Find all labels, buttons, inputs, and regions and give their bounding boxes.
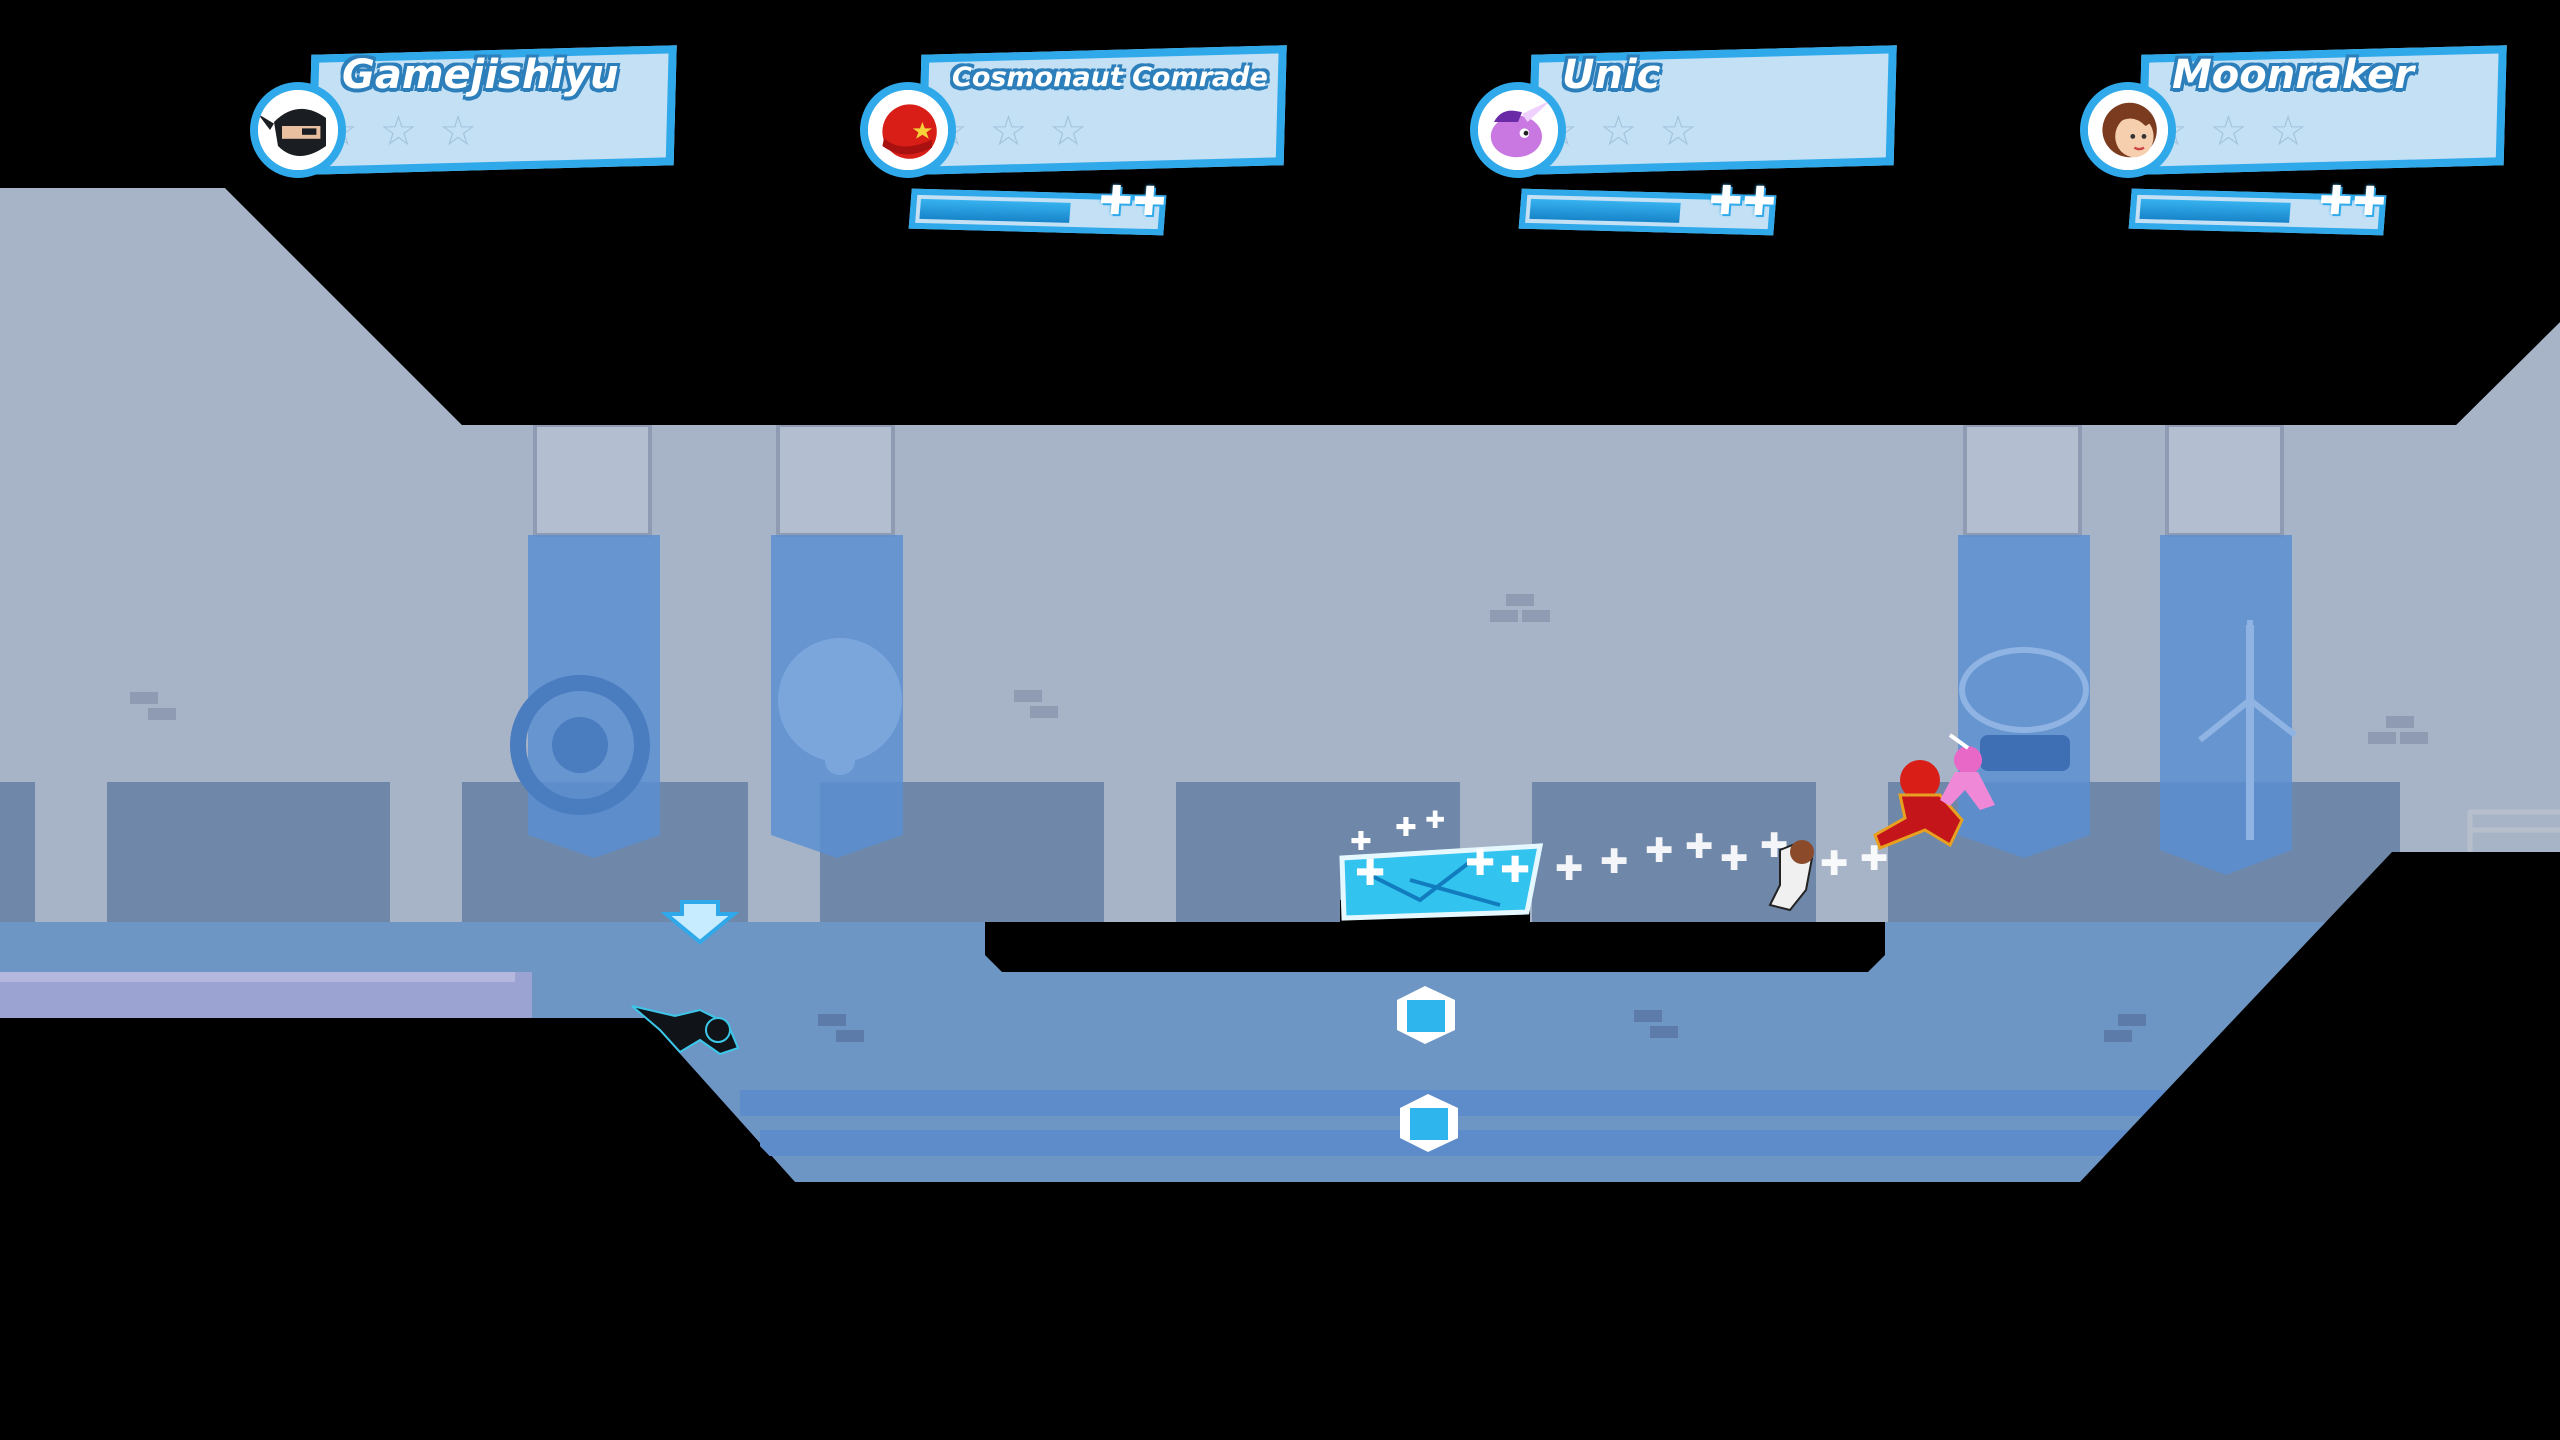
svg-text:✚: ✚ (1555, 849, 1584, 889)
boost-plus-icon: ✚✚ (2317, 177, 2388, 226)
character-cosmonaut (1873, 760, 1964, 850)
svg-text:✚: ✚ (1645, 831, 1674, 871)
banner-cog (510, 535, 660, 858)
boost-meter-fill (2139, 198, 2291, 223)
banner-wind-turbine (2160, 535, 2297, 875)
player-name: Moonraker (2172, 52, 2414, 98)
rank-stars-decoration: ☆☆☆ (2150, 106, 2329, 155)
svg-text:✚: ✚ (1395, 813, 1417, 843)
svg-text:✚: ✚ (1820, 844, 1849, 884)
railing (2467, 809, 2560, 852)
character-ninja (631, 1005, 740, 1056)
player-card-2: ☆☆☆ Cosmonaut Comrade ✚✚ (860, 42, 1500, 252)
player-name: Cosmonaut Comrade (952, 62, 1268, 93)
banner-elephant (771, 535, 903, 858)
rank-stars-decoration: ☆☆☆ (930, 106, 1109, 155)
boost-meter-fill (1529, 198, 1681, 223)
character-unic (1940, 733, 1995, 810)
drop-arrow-icon (660, 900, 740, 945)
svg-text:✚: ✚ (1500, 850, 1530, 891)
ninja-mask-icon (250, 82, 346, 178)
banner-robot-face (1958, 535, 2090, 858)
boost-meter: ✚✚ (1518, 178, 1778, 236)
woman-portrait-icon (2080, 82, 2176, 178)
svg-text:✚: ✚ (1685, 827, 1714, 867)
svg-text:✚: ✚ (1350, 827, 1372, 857)
svg-text:✚: ✚ (1600, 842, 1629, 882)
player-card-4: ☆☆☆ Moonraker ✚✚ (2080, 42, 2560, 252)
boost-plus-icon: ✚✚ (1097, 177, 1168, 226)
player-card-1: ☆☆☆ Gamejishiyu (250, 42, 890, 252)
player-name: Unic (1562, 52, 1661, 98)
boost-meter: ✚✚ (908, 178, 1168, 236)
item-box-icon (1397, 986, 1455, 1044)
boost-crate-icon: ✚✚✚ ✚✚✚ (1339, 806, 1544, 921)
rank-stars-decoration: ☆☆☆ (1540, 106, 1719, 155)
center-platform (985, 922, 1885, 972)
svg-text:✚: ✚ (1720, 839, 1749, 879)
boost-plus-icon: ✚✚ (1707, 177, 1778, 226)
svg-text:✚: ✚ (1425, 806, 1445, 834)
boost-meter: ✚✚ (2128, 178, 2388, 236)
player-card-3: ☆☆☆ Unic ✚✚ (1470, 42, 2110, 252)
rank-stars-decoration: ☆☆☆ (320, 106, 499, 155)
boost-meter-fill (919, 198, 1071, 223)
item-box-icon (1400, 1094, 1458, 1152)
unicorn-icon (1470, 82, 1566, 178)
svg-text:✚: ✚ (1465, 843, 1495, 884)
cosmonaut-helmet-icon (860, 82, 956, 178)
character-moonraker (1768, 840, 1814, 912)
svg-text:✚: ✚ (1355, 853, 1385, 894)
player-name: Gamejishiyu (342, 52, 619, 98)
